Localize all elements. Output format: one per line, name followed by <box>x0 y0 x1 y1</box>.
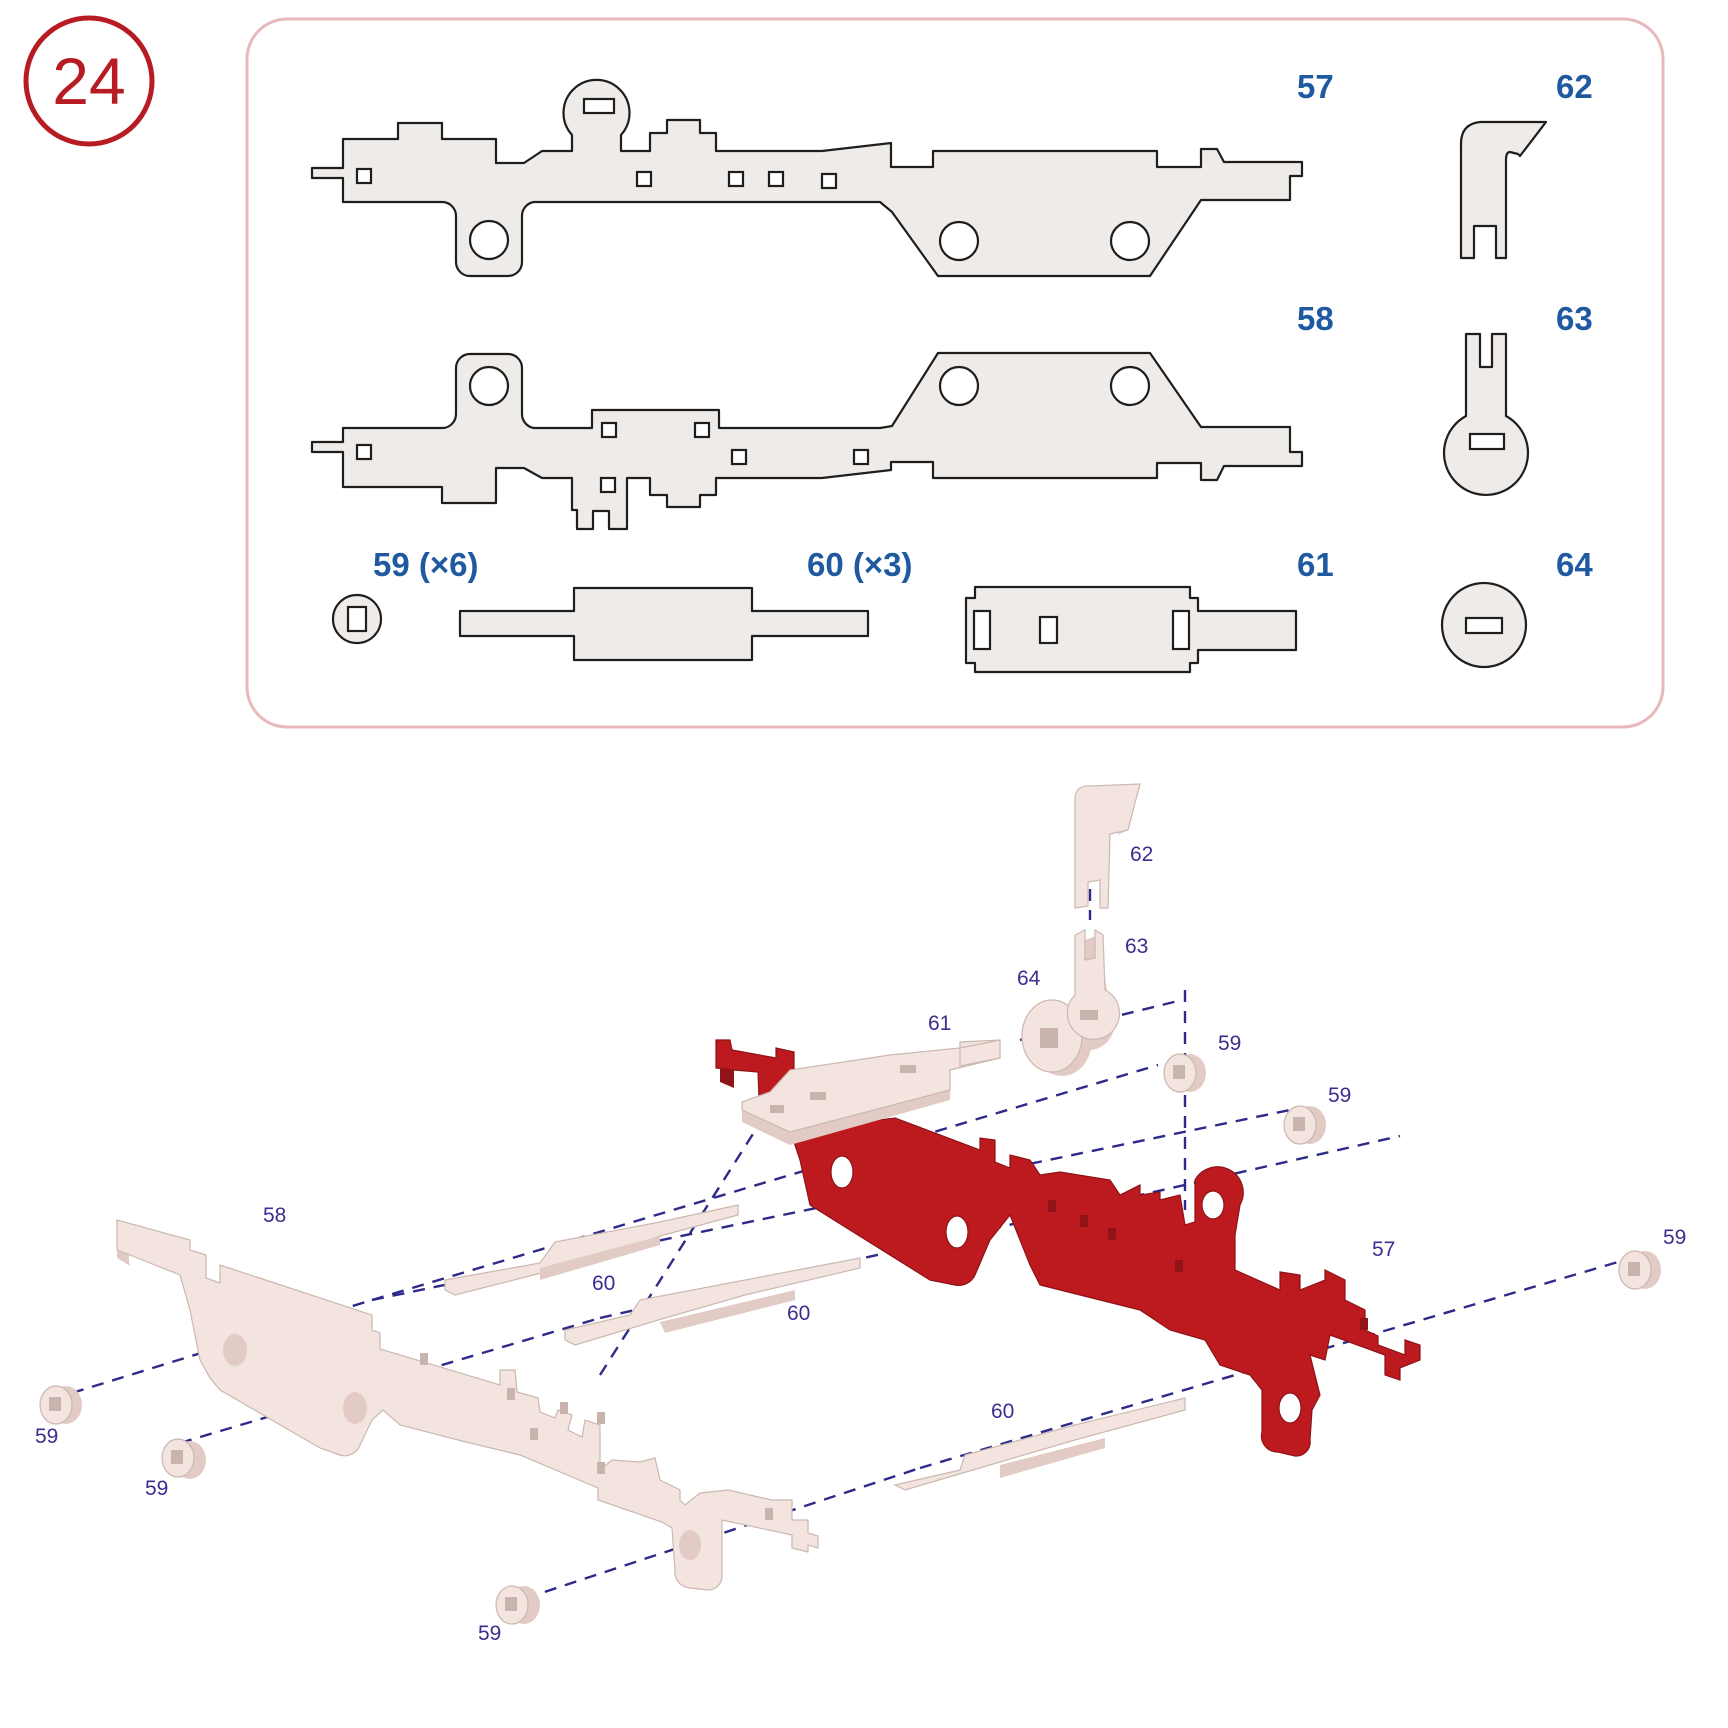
step-number: 24 <box>52 44 125 118</box>
spacer-59-4 <box>1163 1053 1206 1093</box>
assembly-label-59-left-lower: 59 <box>145 1477 168 1500</box>
assembly-label-64: 64 <box>1017 967 1041 990</box>
part-61-label: 61 <box>1297 546 1334 583</box>
spacer-59-1 <box>39 1385 82 1425</box>
assembly-label-58: 58 <box>263 1204 286 1227</box>
assembly-label-60-lower: 60 <box>991 1400 1014 1423</box>
part-57-shape <box>310 78 1304 278</box>
rod-60-lower <box>893 1397 1186 1491</box>
assembly-diagram: 62 63 64 61 59 59 59 58 57 60 60 60 59 5… <box>35 783 1686 1645</box>
guide-lines <box>71 868 1619 1607</box>
frame-57-highlighted <box>715 1039 1421 1457</box>
part-64-label: 64 <box>1556 546 1593 583</box>
part-58-shape <box>310 351 1304 531</box>
plate-61 <box>741 1039 1001 1145</box>
assembly-label-62: 62 <box>1130 843 1153 866</box>
spacer-59-6 <box>1618 1250 1661 1290</box>
part-58-label: 58 <box>1297 300 1334 337</box>
part-61-shape <box>964 585 1298 674</box>
part-63-shape <box>1442 332 1530 497</box>
part-60-shape <box>458 586 870 662</box>
assembly-label-59-top: 59 <box>1218 1032 1241 1055</box>
part-59-label: 59 (×6) <box>373 546 478 583</box>
parts-panel: 57 62 58 63 59 <box>245 17 1665 729</box>
part-57-label: 57 <box>1297 68 1334 105</box>
part-63-label: 63 <box>1556 300 1593 337</box>
assembly-label-60-middle: 60 <box>787 1302 810 1325</box>
lever-63 <box>1066 928 1121 1051</box>
spacer-59-3 <box>495 1585 540 1625</box>
part-62-label: 62 <box>1556 68 1593 105</box>
part-59-shape <box>331 593 383 645</box>
rod-60-upper <box>444 1204 739 1296</box>
assembly-label-60-upper: 60 <box>592 1272 615 1295</box>
step-badge: 24 <box>23 15 155 147</box>
part-64-shape <box>1440 581 1528 669</box>
part-60-label: 60 (×3) <box>807 546 912 583</box>
part-62-shape <box>1459 120 1548 260</box>
assembly-label-59-left: 59 <box>35 1425 58 1448</box>
frame-58 <box>116 1219 819 1591</box>
rod-60-middle <box>564 1257 861 1346</box>
assembly-label-59-far-right: 59 <box>1663 1226 1686 1249</box>
assembly-label-59-right-upper: 59 <box>1328 1084 1351 1107</box>
assembly-label-63: 63 <box>1125 935 1148 958</box>
assembly-label-57: 57 <box>1372 1238 1395 1261</box>
spacer-59-2 <box>161 1438 206 1479</box>
assembly-label-59-bottom: 59 <box>478 1622 501 1645</box>
lever-62 <box>1074 783 1141 909</box>
assembly-label-61: 61 <box>928 1012 951 1035</box>
washer-64 <box>1021 999 1092 1076</box>
spacer-59-5 <box>1283 1105 1326 1145</box>
